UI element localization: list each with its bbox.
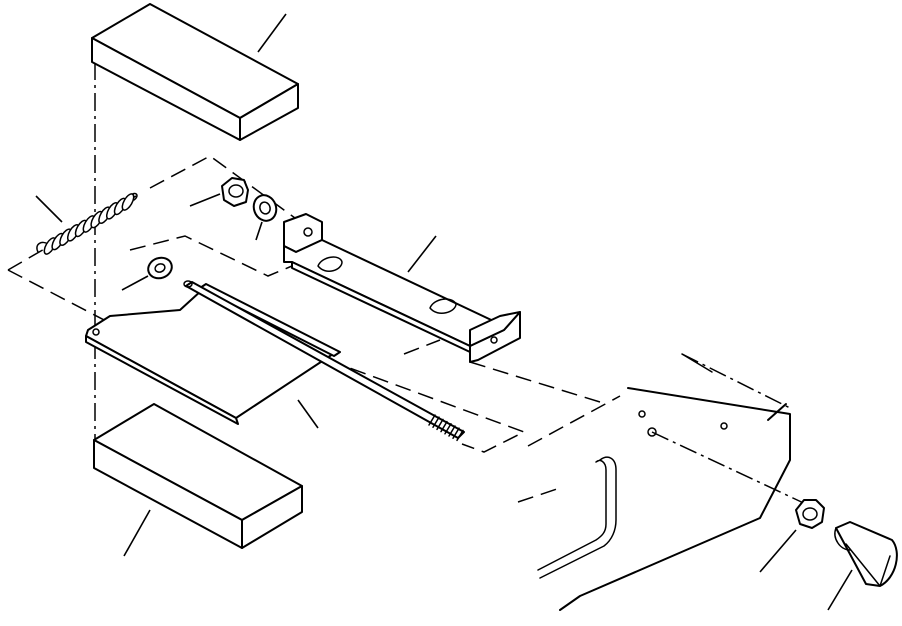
leader-pad-lower: [123, 509, 151, 557]
dashed-nut-guide: [651, 431, 811, 507]
spring-coil: [121, 193, 135, 211]
dashed-frame-edge: [517, 395, 621, 503]
leader-plate: [297, 399, 319, 429]
pad-lower-icon: [93, 403, 303, 549]
frame-panel-icon: [537, 353, 791, 611]
leader-washer-upper: [255, 221, 263, 241]
rod-thread: [456, 429, 464, 442]
pad-upper-icon: [91, 3, 299, 141]
dashed-washer-guide: [129, 235, 293, 277]
coil-spring-icon: [36, 192, 138, 255]
rod-thread: [432, 416, 440, 428]
dashed-bracket-guide: [403, 339, 601, 403]
rod-thread: [440, 420, 448, 433]
leader-pad-upper: [257, 13, 287, 53]
hex-nut-upper-icon: [221, 177, 249, 207]
rod-thread: [452, 427, 460, 439]
channel-bracket-icon: [283, 213, 521, 363]
knob-icon: [834, 521, 898, 587]
hex-nut-lower-icon: [795, 499, 825, 529]
dashed-outline-left: [7, 269, 109, 323]
dashed-frame-top: [681, 353, 791, 409]
leader-washer-lower: [121, 275, 149, 291]
rod-thread: [444, 423, 452, 435]
leader-nut-upper: [189, 193, 221, 207]
leader-bracket: [407, 235, 437, 273]
dashed-rod-guide: [327, 359, 526, 453]
leader-spring: [35, 195, 63, 223]
washer-upper-icon: [252, 194, 278, 222]
rod-thread: [448, 425, 456, 437]
rod-thread: [428, 414, 436, 426]
rod-thread: [436, 418, 444, 431]
leader-knob: [827, 569, 853, 611]
assembly-lines: [7, 62, 811, 507]
threaded-rod-icon: [183, 280, 465, 442]
washer-lower-icon: [147, 256, 173, 280]
leader-nut-lower: [759, 529, 797, 573]
flat-plate-icon: [85, 283, 341, 425]
dashed-outline-upper: [7, 155, 296, 271]
